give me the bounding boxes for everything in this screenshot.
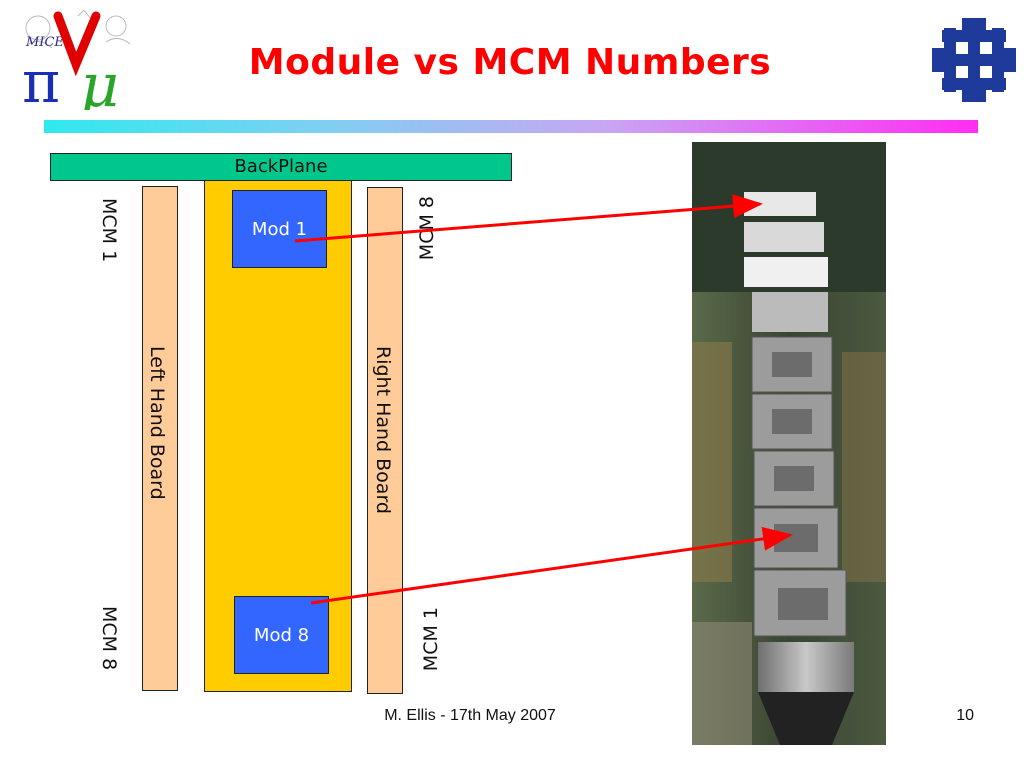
hardware-photo [692, 142, 886, 745]
left-board-label: Left Hand Board [146, 346, 168, 500]
right-bottom-mcm-label: MCM 1 [420, 607, 442, 672]
arrow-mod1 [294, 194, 763, 243]
left-hand-board [142, 186, 178, 691]
svg-text:μ: μ [80, 51, 119, 110]
right-board-label: Right Hand Board [372, 346, 394, 514]
right-hand-board [367, 187, 403, 694]
right-top-mcm-label: MCM 8 [416, 196, 438, 261]
module-8-box: Mod 8 [234, 596, 329, 674]
module-1-box: Mod 1 [232, 190, 327, 268]
slide-title: Module vs MCM Numbers [248, 42, 772, 83]
fermilab-logo [932, 18, 1016, 102]
left-top-mcm-label: MCM 1 [98, 198, 120, 263]
title-divider [44, 120, 978, 133]
page-number: 10 [956, 707, 974, 724]
mice-logo-text: MICE [25, 35, 64, 50]
left-bottom-mcm-label: MCM 8 [98, 606, 120, 671]
svg-text:π: π [22, 48, 60, 110]
footer-text: M. Ellis - 17th May 2007 [384, 707, 556, 724]
mice-logo: MICE π μ [18, 6, 140, 110]
backplane: BackPlane [50, 153, 512, 181]
